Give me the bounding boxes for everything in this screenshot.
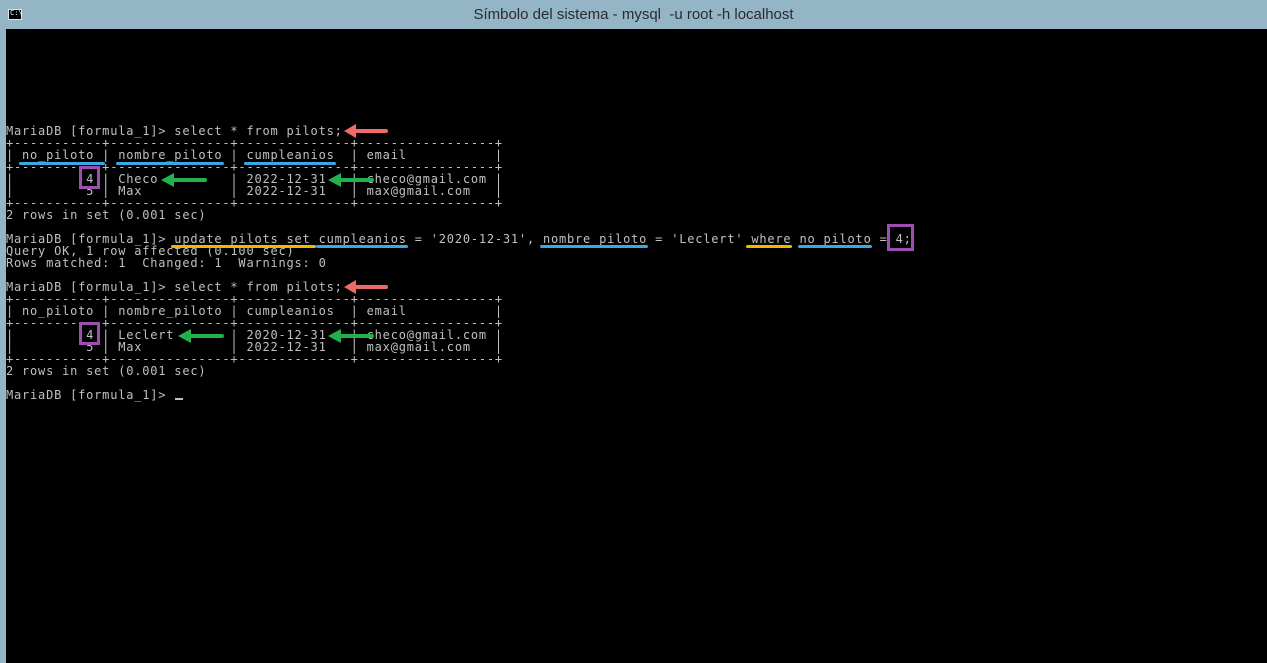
console-line-table-border: +-----------+---------------+-----------… [6,196,503,210]
green-arrow-icon [328,173,374,187]
highlight-underline [746,245,792,248]
console-line-table-border: +-----------+---------------+-----------… [6,352,503,366]
console-line-table-border: +-----------+---------------+-----------… [6,316,503,330]
console-line-table-header: | no_piloto | nombre_piloto | cumpleanio… [6,148,503,162]
highlight-underline [798,245,872,248]
green-arrow-icon [178,329,224,343]
console-line-prompt-select-2: MariaDB [formula_1]> select * from pilot… [6,280,343,294]
console-line-prompt-select-1: MariaDB [formula_1]> select * from pilot… [6,124,343,138]
highlight-underline [171,245,316,248]
highlight-underline [19,162,105,165]
console-line-current-prompt[interactable]: MariaDB [formula_1]> [6,388,175,402]
highlight-underline [316,245,408,248]
console-line-table-border: +-----------+---------------+-----------… [6,292,503,306]
window-title: Símbolo del sistema - mysql -u root -h l… [473,6,794,23]
highlight-underline [116,162,224,165]
highlight-underline [540,245,648,248]
highlight-underline [244,162,336,165]
cmd-icon-glyph: C:\ [10,9,23,17]
green-arrow-icon [161,173,207,187]
highlight-box [79,166,100,189]
console-line-table-row: | 5 | Max | 2022-12-31 | max@gmail.com | [6,184,503,198]
console-line-prompt-update: MariaDB [formula_1]> update pilots set c… [6,232,912,246]
highlight-box [887,224,914,251]
cmd-console-icon[interactable]: C:\ [8,9,23,20]
console-output-area[interactable]: MariaDB [formula_1]> select * from pilot… [6,29,1267,663]
console-line-table-row: | 5 | Max | 2022-12-31 | max@gmail.com | [6,340,503,354]
title-bar[interactable]: C:\ Símbolo del sistema - mysql -u root … [0,0,1267,29]
highlight-box [79,322,100,345]
red-arrow-icon [344,124,388,138]
green-arrow-icon [328,329,374,343]
console-line-query-ok: Query OK, 1 row affected (0.100 sec) [6,244,295,258]
console-line-table-header: | no_piloto | nombre_piloto | cumpleanio… [6,304,503,318]
console-line-table-border: +-----------+---------------+-----------… [6,136,503,150]
console-line-rowcount: 2 rows in set (0.001 sec) [6,208,207,222]
console-line-rowcount: 2 rows in set (0.001 sec) [6,364,207,378]
red-arrow-icon [344,280,388,294]
console-line-rows-matched: Rows matched: 1 Changed: 1 Warnings: 0 [6,256,327,270]
text-cursor [175,398,183,400]
console-line-table-row: | 4 | Checo | 2022-12-31 | checo@gmail.c… [6,172,503,186]
console-line-table-row: | 4 | Leclert | 2020-12-31 | checo@gmail… [6,328,503,342]
